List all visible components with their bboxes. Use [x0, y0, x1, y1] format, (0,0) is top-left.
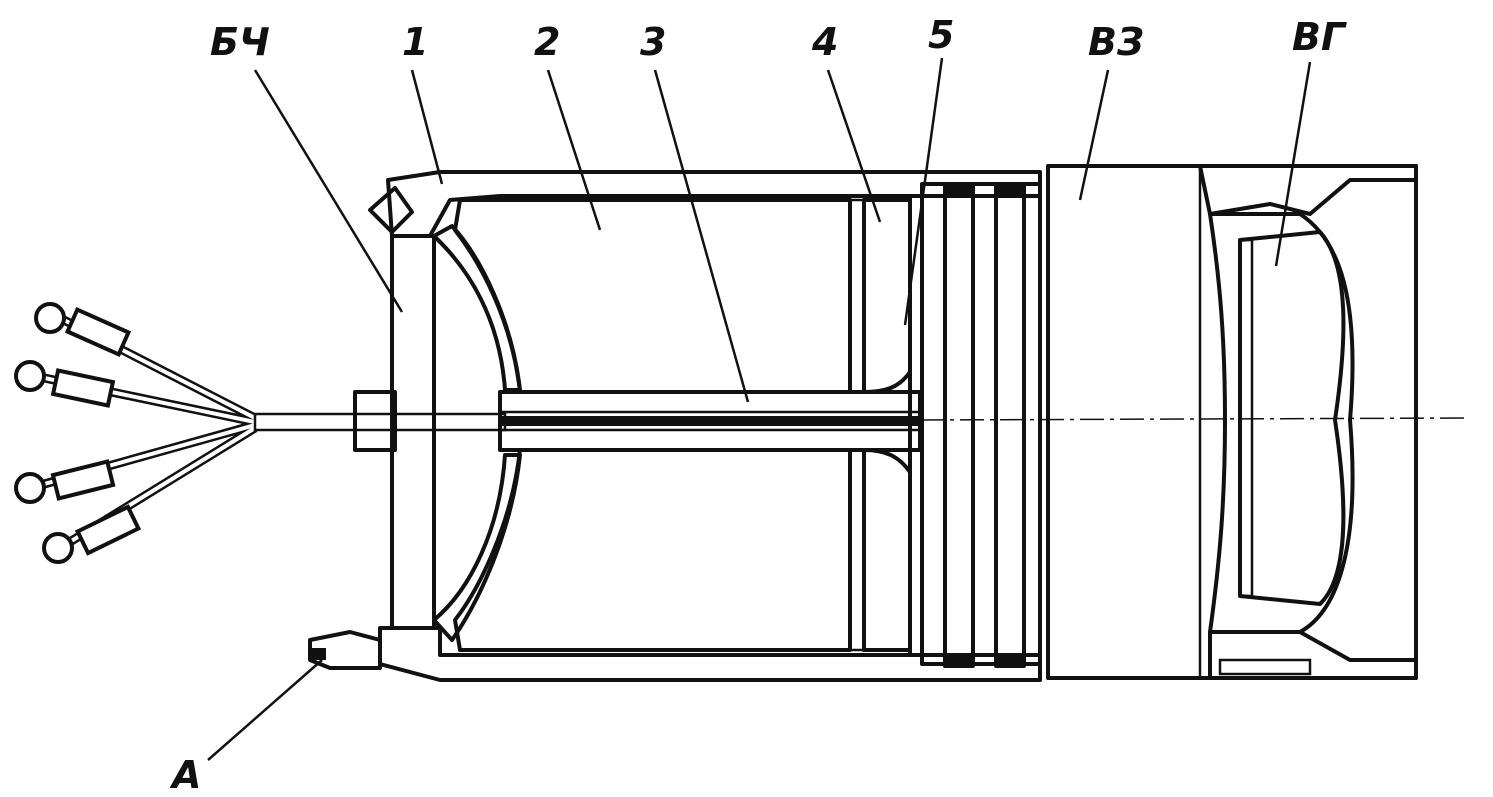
- label-5: 5: [928, 13, 954, 57]
- terminal-3-icon: [14, 459, 116, 504]
- mounting-lug: [308, 630, 382, 670]
- label-3: 3: [640, 20, 666, 64]
- vz-section: [1046, 164, 1418, 680]
- label-vz: ВЗ: [1088, 20, 1144, 64]
- vg-grain: [1238, 230, 1346, 606]
- leader-1: [410, 69, 444, 185]
- label-4: 4: [811, 20, 838, 64]
- top-fitting: [368, 186, 414, 234]
- terminal-4-icon: [42, 504, 142, 564]
- motor-casing: [378, 170, 1042, 682]
- central-tube: [353, 390, 922, 452]
- center-axis: [919, 417, 1471, 421]
- ring-section: [920, 182, 1042, 668]
- leader-3: [653, 69, 750, 403]
- leader-4: [826, 69, 882, 223]
- leader-vz: [1078, 69, 1110, 201]
- label-vg: ВГ: [1292, 15, 1347, 59]
- label-a: А: [169, 753, 201, 797]
- leader-5: [903, 57, 944, 326]
- leader-2: [546, 69, 602, 231]
- terminal-1-icon: [34, 302, 132, 357]
- label-bch: БЧ: [210, 20, 270, 64]
- leader-vg: [1274, 61, 1312, 267]
- leader-bch: [253, 69, 404, 313]
- label-2: 2: [534, 20, 560, 64]
- leader-a: [207, 659, 323, 761]
- terminal-2-icon: [14, 360, 116, 408]
- label-1: 1: [402, 20, 428, 64]
- lug-slot: [312, 648, 326, 660]
